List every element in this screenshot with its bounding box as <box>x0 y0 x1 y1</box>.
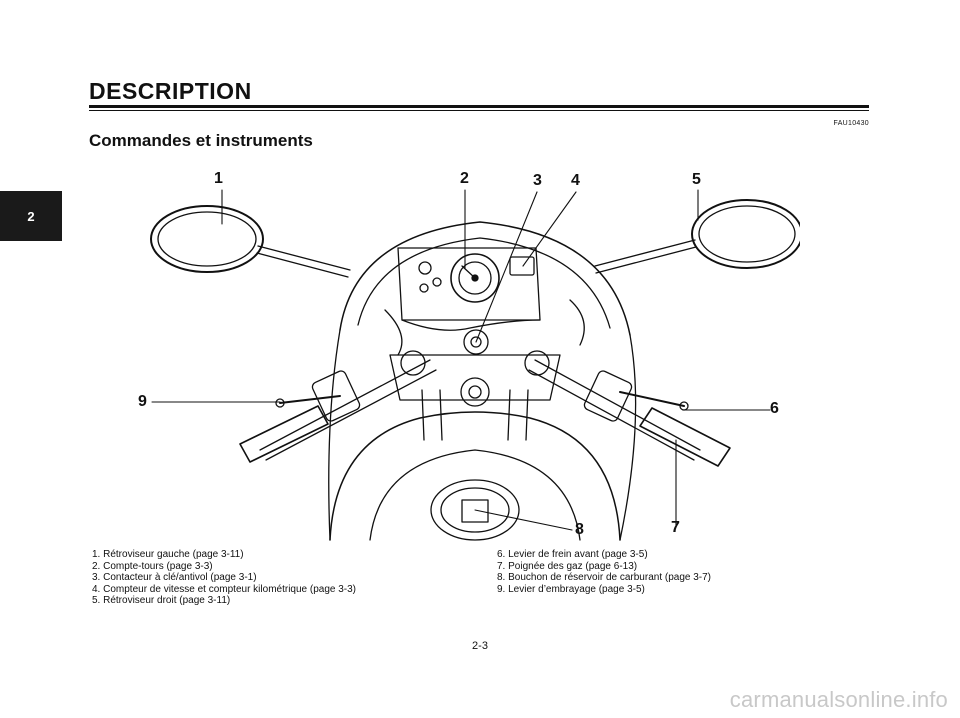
callout-4: 4 <box>571 172 580 189</box>
chapter-tab: 2 <box>0 191 62 241</box>
legend-item: 7. Poignée des gaz (page 6-13) <box>497 560 638 572</box>
callout-7: 7 <box>671 519 680 536</box>
callout-3: 3 <box>533 172 542 189</box>
subsection-title: Commandes et instruments <box>89 131 313 150</box>
ignition-and-clamp <box>389 329 561 407</box>
header-rule-thin <box>89 110 869 111</box>
legend-item: 2. Compte-tours (page 3-3) <box>92 560 213 572</box>
legend-item: 8. Bouchon de réservoir de carburant (pa… <box>497 572 712 583</box>
legend-item: 9. Levier d’embrayage (page 3-5) <box>497 583 645 595</box>
callout-6: 6 <box>770 400 779 417</box>
callout-1: 1 <box>214 170 223 187</box>
legend-item: 5. Rétroviseur droit (page 3-11) <box>92 595 231 606</box>
header-rule-thick <box>89 105 869 108</box>
section-title: DESCRIPTION <box>89 78 252 104</box>
callout-8: 8 <box>575 521 584 538</box>
left-mirror <box>150 205 351 278</box>
legend-item: 6. Levier de frein avant (page 3-5) <box>497 549 648 560</box>
legend-item: 4. Compteur de vitesse et compteur kilom… <box>92 583 357 595</box>
page-number: 2-3 <box>472 640 488 652</box>
callout-5: 5 <box>692 171 701 188</box>
legend-right: 6. Levier de frein avant (page 3-5) 7. P… <box>497 549 711 595</box>
fuel-tank <box>329 411 621 541</box>
watermark: carmanualsonline.info <box>729 687 948 712</box>
handlebars <box>239 359 731 467</box>
document-code: FAU10430 <box>833 120 869 127</box>
instrument-cluster <box>397 247 541 321</box>
callout-leaders <box>151 189 771 531</box>
legend-item: 1. Rétroviseur gauche (page 3-11) <box>92 549 244 560</box>
motorcycle-controls-illustration <box>140 160 803 545</box>
callout-9: 9 <box>138 393 147 410</box>
legend-item: 3. Contacteur à clé/antivol (page 3-1) <box>92 572 257 583</box>
legend-left: 1. Rétroviseur gauche (page 3-11) 2. Com… <box>92 549 356 607</box>
callout-2: 2 <box>460 170 469 187</box>
